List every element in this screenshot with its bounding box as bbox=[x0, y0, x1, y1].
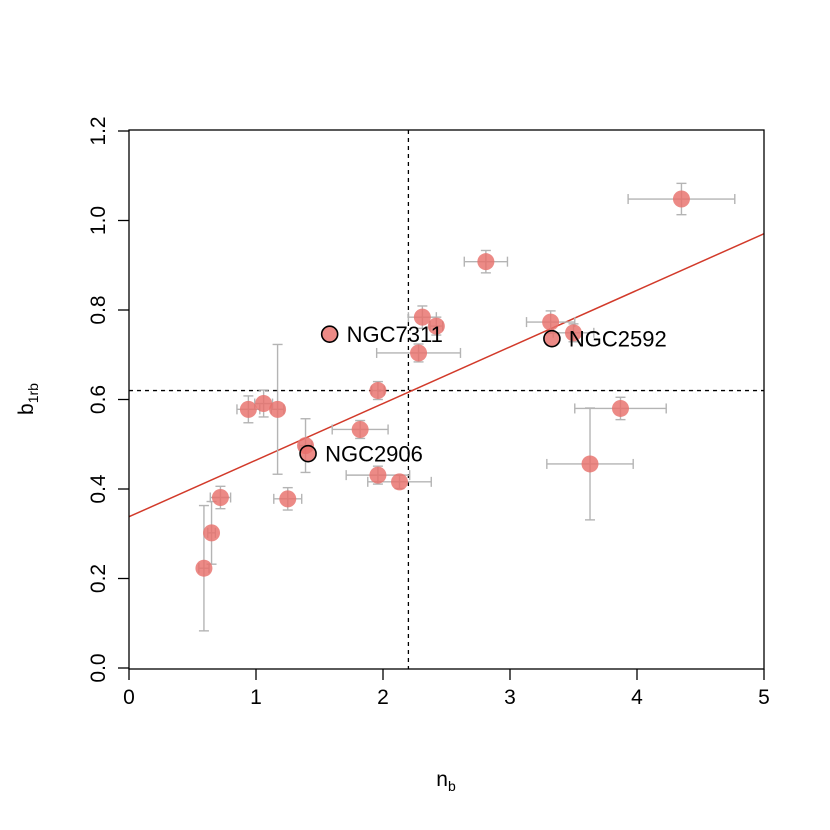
x-axis-title-subscript: b bbox=[448, 778, 456, 794]
y-tick-label: 0.4 bbox=[87, 474, 110, 504]
y-axis-title: b1rb bbox=[15, 383, 41, 415]
data-point bbox=[413, 308, 431, 326]
y-axis-title-subscript: 1rb bbox=[25, 383, 41, 403]
fit-line-layer bbox=[129, 233, 764, 518]
x-tick-label: 2 bbox=[377, 686, 389, 709]
data-point bbox=[672, 190, 690, 208]
x-tick-label: 4 bbox=[631, 686, 643, 709]
fit-line bbox=[129, 233, 764, 518]
x-tick-label: 3 bbox=[504, 686, 516, 709]
data-point bbox=[410, 344, 428, 362]
data-point bbox=[269, 400, 287, 418]
y-tick-label: 0.8 bbox=[87, 295, 110, 324]
data-point bbox=[391, 473, 409, 491]
data-point bbox=[542, 313, 560, 331]
x-tick-label: 5 bbox=[758, 686, 770, 709]
data-point bbox=[477, 253, 495, 271]
highlighted-point-label: NGC7311 bbox=[347, 322, 443, 347]
highlighted-point-label: NGC2906 bbox=[325, 442, 423, 467]
highlighted-point bbox=[299, 444, 317, 463]
axes: 0 1 2 3 4 5 0.0 0.2 0.4 0.6 0.8 1.0 1.2 bbox=[87, 116, 770, 709]
data-point bbox=[369, 382, 387, 400]
data-point bbox=[203, 524, 221, 542]
data-point bbox=[611, 399, 629, 417]
x-axis-title-main: n bbox=[436, 768, 448, 791]
y-tick-label: 0.2 bbox=[87, 564, 110, 593]
data-point bbox=[195, 559, 213, 577]
highlighted-point bbox=[320, 325, 339, 343]
data-point bbox=[279, 490, 297, 508]
data-point bbox=[255, 395, 273, 413]
y-tick-label: 0.6 bbox=[87, 385, 110, 414]
data-point bbox=[427, 317, 445, 335]
highlighted-point bbox=[543, 329, 561, 348]
y-tick-label: 1.2 bbox=[87, 116, 110, 145]
data-point bbox=[211, 489, 229, 507]
y-axis-title-main: b bbox=[15, 403, 38, 415]
data-point bbox=[581, 455, 599, 473]
y-tick-label: 0.0 bbox=[87, 653, 110, 682]
y-tick-label: 1.0 bbox=[87, 206, 110, 235]
x-tick-label: 0 bbox=[123, 686, 135, 709]
data-point bbox=[369, 466, 387, 484]
reference-lines bbox=[129, 130, 764, 669]
highlighted-point-label: NGC2592 bbox=[569, 327, 667, 352]
data-point bbox=[351, 420, 369, 438]
x-tick-label: 1 bbox=[250, 686, 262, 709]
x-axis-title: nb bbox=[436, 768, 456, 794]
data-point bbox=[565, 324, 582, 342]
data-points bbox=[195, 190, 690, 577]
data-point bbox=[239, 400, 257, 418]
plot-frame bbox=[128, 129, 765, 670]
